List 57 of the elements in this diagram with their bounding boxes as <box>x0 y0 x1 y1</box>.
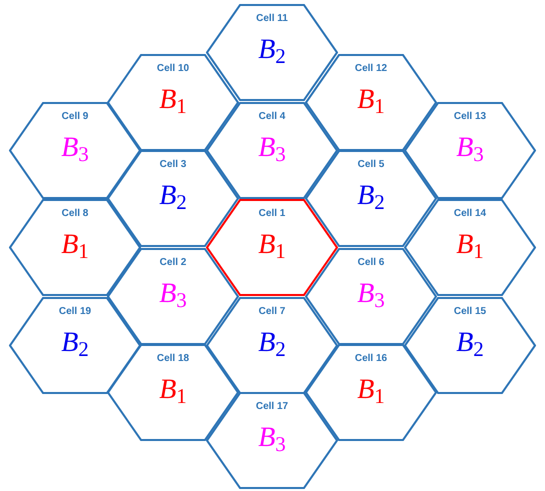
cell-symbol: B$_{3}$ <box>61 134 89 162</box>
cell-symbol: B$_{3}$ <box>159 280 187 308</box>
cell-symbol: B$_{2}$ <box>456 328 484 356</box>
cell-label: Cell 12 <box>354 64 388 74</box>
cell-symbol: B$_{3}$ <box>258 134 286 162</box>
cell-label: Cell 19 <box>58 306 92 316</box>
cell-symbol: B$_{1}$ <box>258 230 286 258</box>
hexagon-cell <box>107 344 239 440</box>
cell-label: Cell 5 <box>358 160 384 170</box>
hexagon-cell <box>305 150 437 246</box>
hexagon-cell <box>206 198 338 296</box>
hexagon-cell <box>404 198 536 296</box>
hexagon-cell <box>107 54 239 150</box>
hexagon-cell <box>206 392 338 488</box>
cell-label: Cell 16 <box>354 354 388 364</box>
hexagon-cell <box>206 296 338 394</box>
cell-symbol: B$_{2}$ <box>258 328 286 356</box>
cell-symbol: B$_{1}$ <box>357 86 385 114</box>
cell-symbol: B$_{1}$ <box>159 376 187 404</box>
cell-label: Cell 17 <box>256 402 288 412</box>
cell-label: Cell 18 <box>156 354 190 364</box>
hexagon-cell <box>107 150 239 246</box>
cell-label: Cell 1 <box>258 208 286 218</box>
cell-label: Cell 4 <box>258 112 286 122</box>
cell-label: Cell 8 <box>62 208 88 218</box>
hexagon-cell <box>9 198 141 296</box>
hexagon-cell <box>206 102 338 198</box>
hexagon-cell <box>206 4 338 100</box>
cell-label: Cell 6 <box>358 258 384 268</box>
hexagon-cell <box>305 248 437 344</box>
hexagon-cell <box>404 102 536 198</box>
cell-symbol: B$_{1}$ <box>61 230 89 258</box>
cell-symbol: B$_{3}$ <box>357 280 385 308</box>
cell-symbol: B$_{3}$ <box>258 424 286 452</box>
cell-symbol: B$_{1}$ <box>159 86 187 114</box>
cell-symbol: B$_{3}$ <box>456 134 484 162</box>
cell-symbol: B$_{1}$ <box>357 376 385 404</box>
hexagon-cell <box>305 344 437 440</box>
cell-symbol: B$_{2}$ <box>159 182 187 210</box>
cell-symbol: B$_{2}$ <box>61 328 89 356</box>
cell-symbol: B$_{1}$ <box>456 230 484 258</box>
cell-label: Cell 3 <box>160 160 186 170</box>
hexagon-cell <box>9 296 141 394</box>
cell-symbol: B$_{2}$ <box>258 36 286 64</box>
cell-label: Cell 10 <box>156 64 190 74</box>
cell-label: Cell 2 <box>160 258 186 268</box>
cell-label: Cell 14 <box>454 208 486 218</box>
cell-label: Cell 13 <box>454 112 486 122</box>
hexagon-cell <box>305 54 437 150</box>
hexagon-cell <box>107 248 239 344</box>
cell-symbol: B$_{2}$ <box>357 182 385 210</box>
hexagon-cell <box>404 296 536 394</box>
cell-label: Cell 15 <box>454 306 486 316</box>
cell-label: Cell 7 <box>258 306 286 316</box>
cell-label: Cell 9 <box>62 112 88 122</box>
cell-label: Cell 11 <box>256 14 288 24</box>
hexagon-cell <box>9 102 141 198</box>
